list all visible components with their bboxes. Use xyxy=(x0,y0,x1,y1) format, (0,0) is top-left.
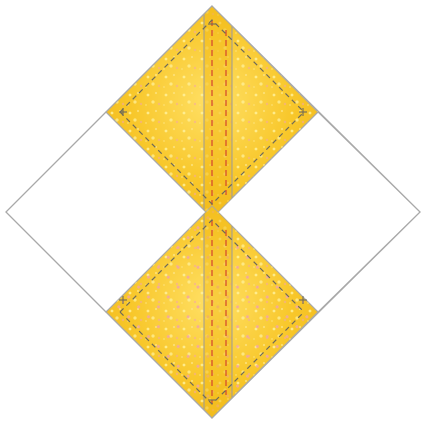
quilt-block-svg xyxy=(0,0,425,425)
quilt-block-diagram xyxy=(0,0,425,425)
